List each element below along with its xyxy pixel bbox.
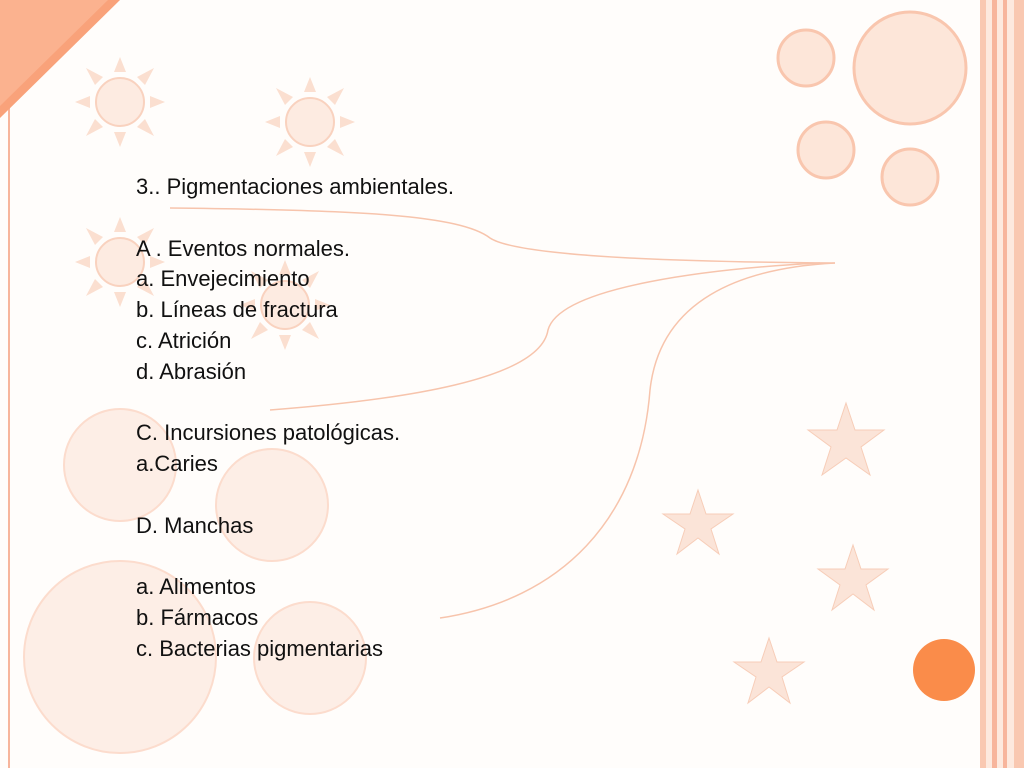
accent-circle — [913, 639, 975, 701]
right-border-stripe — [992, 0, 997, 768]
blank-line — [136, 480, 454, 511]
circle-decoration — [776, 28, 836, 88]
slide-title: 3.. Pigmentaciones ambientales. — [136, 174, 454, 199]
list-item: a.Caries — [136, 451, 218, 477]
right-border-stripe — [980, 0, 986, 768]
circle-decoration — [880, 147, 940, 207]
list-item: b. Líneas de fractura — [136, 297, 338, 323]
star-icon — [661, 488, 735, 556]
left-border-line — [8, 0, 10, 768]
list-item: d. Abrasión — [136, 358, 247, 384]
slide-content: 3.. Pigmentaciones ambientales. A . Even… — [136, 172, 454, 665]
section-heading-d: D. Manchas — [136, 512, 254, 538]
circle-decoration — [796, 120, 856, 180]
list-item: c. Atrición — [136, 327, 232, 353]
star-icon — [806, 401, 886, 477]
blank-line — [136, 542, 454, 573]
list-item: b. Fármacos — [136, 605, 259, 631]
circle-decoration — [23, 560, 217, 754]
sun-icon — [75, 217, 165, 307]
list-item: a. Envejecimiento — [136, 266, 310, 292]
circle-decoration — [253, 601, 367, 715]
sun-icon — [265, 77, 355, 167]
star-icon — [816, 543, 890, 612]
blank-line — [136, 203, 454, 234]
right-border-stripe — [1014, 0, 1024, 768]
list-item: a. Alimentos — [136, 574, 256, 600]
right-border-stripe — [1003, 0, 1007, 768]
sun-icon — [75, 57, 165, 147]
blank-line — [136, 388, 454, 419]
star-icon — [732, 636, 806, 705]
circle-decoration — [215, 448, 329, 562]
sun-icon — [240, 260, 330, 350]
section-heading-a: A . Eventos normales. — [136, 235, 350, 261]
circle-decoration — [63, 408, 177, 522]
list-item: c. Bacterias pigmentarias — [136, 635, 383, 661]
circle-decoration — [852, 10, 968, 126]
corner-triangle-inner — [0, 0, 108, 106]
curved-line-decoration — [169, 207, 836, 619]
section-heading-c: C. Incursiones patológicas. — [136, 420, 401, 446]
